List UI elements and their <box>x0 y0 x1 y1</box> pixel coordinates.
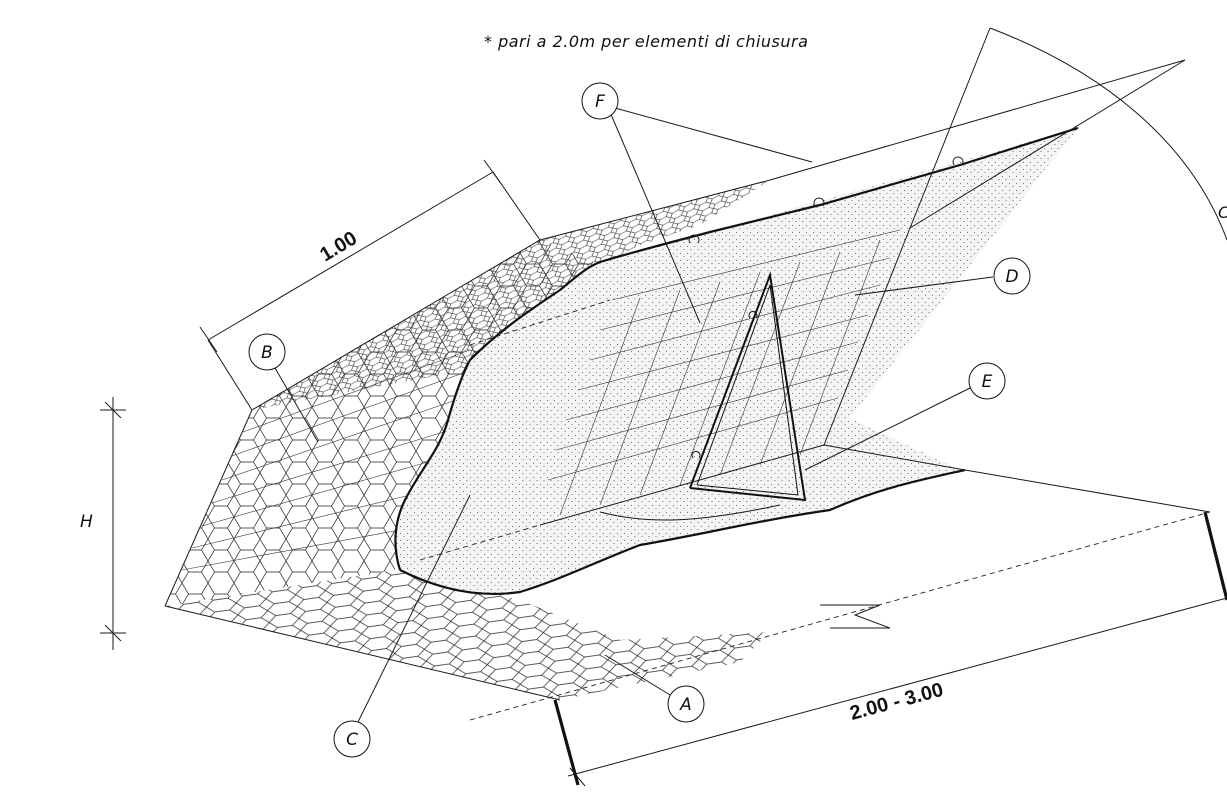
callout-b-label: B <box>261 343 273 363</box>
end-panel-left-edge <box>164 409 253 607</box>
geotextile-bottom-edge <box>399 468 966 596</box>
hidden-line-bottom <box>419 524 541 561</box>
lacing-rings <box>688 156 964 244</box>
top-panel-mesh <box>252 180 770 410</box>
top-extension-line <box>769 59 1186 181</box>
callout-d-label: D <box>1005 267 1018 287</box>
back-panel-right-edge <box>823 227 911 446</box>
end-panel-rows <box>181 349 471 571</box>
callout-f-label: F <box>595 92 605 112</box>
back-panel-bottom-edge <box>539 444 825 526</box>
dimension-height: H <box>80 397 126 650</box>
ground-dashed-line <box>469 511 1211 721</box>
floor-arc <box>599 504 781 521</box>
ground-line-right <box>964 469 1211 513</box>
hidden-line-top <box>469 299 611 346</box>
callout-c-label: C <box>346 730 358 750</box>
note-leader-line <box>909 27 991 229</box>
callout-b: B <box>248 333 319 443</box>
base-mesh-panel <box>165 570 770 700</box>
closure-note: * pari a 2.0m per elementi di chiusura <box>484 32 808 51</box>
base-front-edge <box>164 605 561 701</box>
callout-e-label: E <box>982 372 993 392</box>
callout-d: D <box>854 257 1031 296</box>
callout-f: F <box>581 82 813 324</box>
geotextile-edge <box>394 126 1079 571</box>
callout-e: E <box>804 362 1006 471</box>
top-extension-line-2 <box>909 59 1186 229</box>
arc-label-fragment: C <box>1218 203 1227 222</box>
dimension-width-label: 1.00 <box>316 227 361 266</box>
callout-a-label: A <box>679 695 692 715</box>
dimension-length-label: 2.00 - 3.00 <box>848 679 946 725</box>
callout-a: A <box>604 654 705 723</box>
stiffener-brace <box>689 271 807 502</box>
reference-arc <box>989 27 1227 241</box>
dimension-height-label: H <box>80 512 93 532</box>
callout-c: C <box>333 494 471 758</box>
back-panel-grid <box>547 229 901 516</box>
break-symbol <box>820 604 891 629</box>
